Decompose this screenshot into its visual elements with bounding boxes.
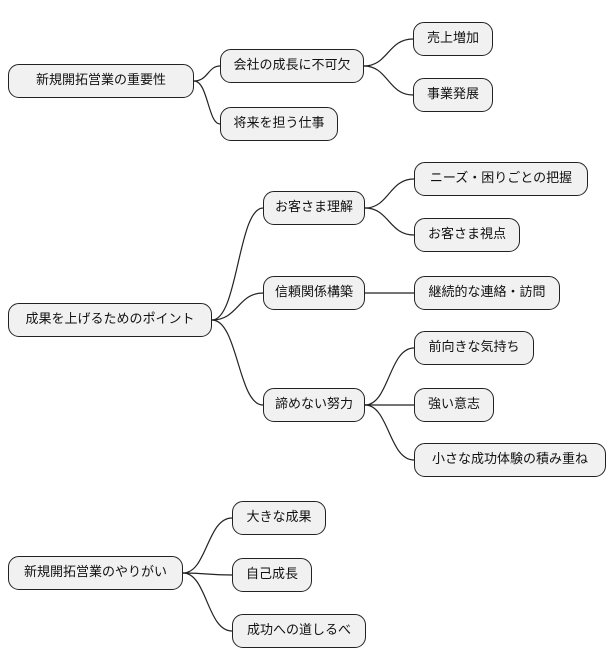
connector [211,292,264,321]
branch-node: 会社の成長に不可欠 [220,49,364,83]
leaf-node: ニーズ・困りごとの把握 [414,162,588,196]
connector [211,319,264,406]
root-node: 新規開拓営業の重要性 [8,64,194,98]
branch-node: 成功への道しるべ [232,614,366,648]
leaf-node: 前向きな気持ち [414,331,534,365]
connector [364,404,415,461]
connector [193,80,221,125]
connector [364,347,415,406]
connector [364,178,415,209]
root-node: 新規開拓営業のやりがい [8,556,183,590]
branch-node: お客さま理解 [263,191,365,225]
connector [193,65,221,82]
connector [363,65,414,96]
connector [363,38,414,67]
leaf-node: 強い意志 [414,388,494,422]
leaf-node: 継続的な連絡・訪問 [414,276,560,310]
leaf-node: 事業発展 [413,78,493,112]
root-node: 成果を上げるためのポイント [8,303,212,337]
leaf-node: お客さま視点 [414,218,520,252]
leaf-node: 売上増加 [413,22,493,56]
branch-node: 大きな成果 [232,501,326,535]
branch-node: 将来を担う仕事 [220,107,338,141]
connector [364,207,415,236]
connector [182,572,233,632]
branch-node: 自己成長 [232,558,312,592]
branch-node: 諦めない努力 [263,388,365,422]
connector [211,207,264,321]
connector [182,572,233,576]
leaf-node: 小さな成功体験の積み重ね [414,443,606,477]
connector [182,517,233,574]
branch-node: 信頼関係構築 [263,276,365,310]
